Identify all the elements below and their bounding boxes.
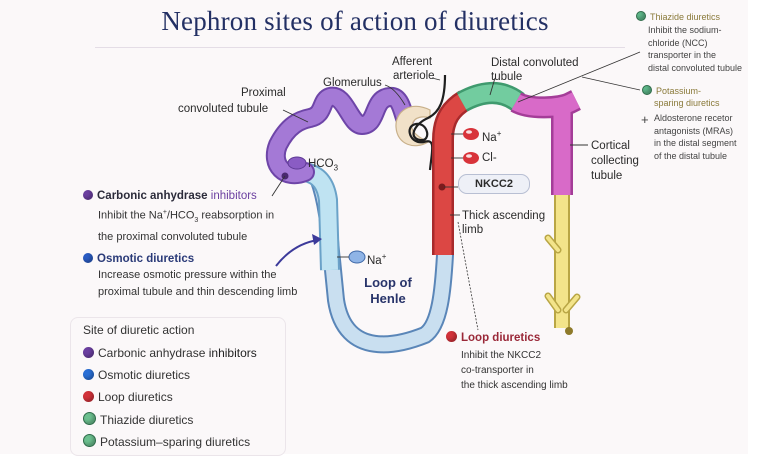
label-cl: Cl- <box>482 152 497 164</box>
thiazide-dot-icon <box>636 11 646 21</box>
label-proximal-1: Proximal <box>241 87 286 99</box>
potassium-leader <box>581 76 641 91</box>
carbonic-dot-icon <box>83 190 93 200</box>
label-na-descending: Na+ <box>367 252 387 267</box>
carbonic-leader <box>271 175 286 197</box>
annotation-potassium: Potassium- sparing diuretics <box>642 85 752 110</box>
legend: Site of diuretic action Carbonic anhydra… <box>70 317 286 456</box>
loop-site-dot <box>438 183 446 191</box>
label-cortical-1: Cortical <box>591 140 630 152</box>
distal-leader <box>489 77 496 96</box>
hco3-ion <box>287 156 307 170</box>
purple-dot-icon <box>83 347 94 358</box>
label-afferent-2: arteriole <box>393 70 435 82</box>
right-margin <box>748 0 780 454</box>
label-afferent-1: Afferent <box>392 56 433 68</box>
potassium-dot-icon <box>642 85 652 95</box>
legend-item-potassium: Potassium–sparing diuretics <box>83 434 250 449</box>
annotation-osmotic: Osmotic diuretics Increase osmotic press… <box>83 251 333 301</box>
page-title: Nephron sites of action of diuretics <box>161 6 549 36</box>
loop-leader <box>457 221 479 331</box>
legend-item-thiazide: Thiazide diuretics <box>83 412 193 427</box>
label-glomerulus: Glomerulus <box>323 77 382 89</box>
loop-dot-icon <box>446 331 457 342</box>
proximal-leader <box>282 109 309 123</box>
green-dot-icon <box>83 412 96 425</box>
red-dot-icon <box>83 391 94 402</box>
annotation-loop: Loop diuretics Inhibit the NKCC2 co-tran… <box>446 330 596 393</box>
label-distal-2: tubule <box>491 71 523 83</box>
nkcc2-badge: NKCC2 <box>458 174 530 194</box>
label-hco3: HCO3 <box>308 158 339 173</box>
legend-item-loop: Loop diuretics <box>83 390 173 404</box>
label-cortical-3: tubule <box>591 170 623 182</box>
label-distal-1: Distal convoluted <box>491 57 579 69</box>
legend-item-carbonic: Carbonic anhydrase inhibitors <box>83 346 257 360</box>
blue-dot-icon <box>83 369 94 380</box>
cl-ion-red <box>463 152 479 164</box>
osmotic-dot-icon <box>83 253 93 263</box>
legend-item-osmotic: Osmotic diuretics <box>83 368 190 382</box>
afferent-arteriole <box>408 74 447 171</box>
thiazide-leader <box>517 51 641 103</box>
label-thick-1: Thick ascending <box>462 210 546 222</box>
annotation-potassium-desc: Aldosterone recetor antagonists (MRAs) i… <box>654 113 737 161</box>
title-divider <box>95 47 625 48</box>
label-loop-of-henle: Loop of Henle <box>364 275 412 306</box>
annotation-thiazide: Thiazide diuretics Inhibit the sodium- c… <box>636 11 748 74</box>
potassium-site-dot <box>565 327 573 335</box>
glomerulus-leader <box>384 84 406 106</box>
nephron-illustration <box>265 51 641 354</box>
green-dot-icon <box>83 434 96 447</box>
diagram-canvas: Nephron sites of action of diuretics <box>70 6 748 456</box>
label-cortical-2: collecting <box>591 155 639 167</box>
afferent-leader <box>431 77 441 81</box>
annotation-carbonic: Carbonic anhydrase inhibitors Inhibit th… <box>83 188 323 246</box>
label-proximal-2: convoluted tubule <box>178 103 269 115</box>
na-ion-blue <box>348 250 366 264</box>
label-na-thick: Na+ <box>482 129 502 144</box>
plus-icon: + <box>641 112 649 127</box>
legend-title: Site of diuretic action <box>83 323 195 337</box>
na-ion-red <box>463 128 479 140</box>
label-thick-2: limb <box>462 224 484 236</box>
